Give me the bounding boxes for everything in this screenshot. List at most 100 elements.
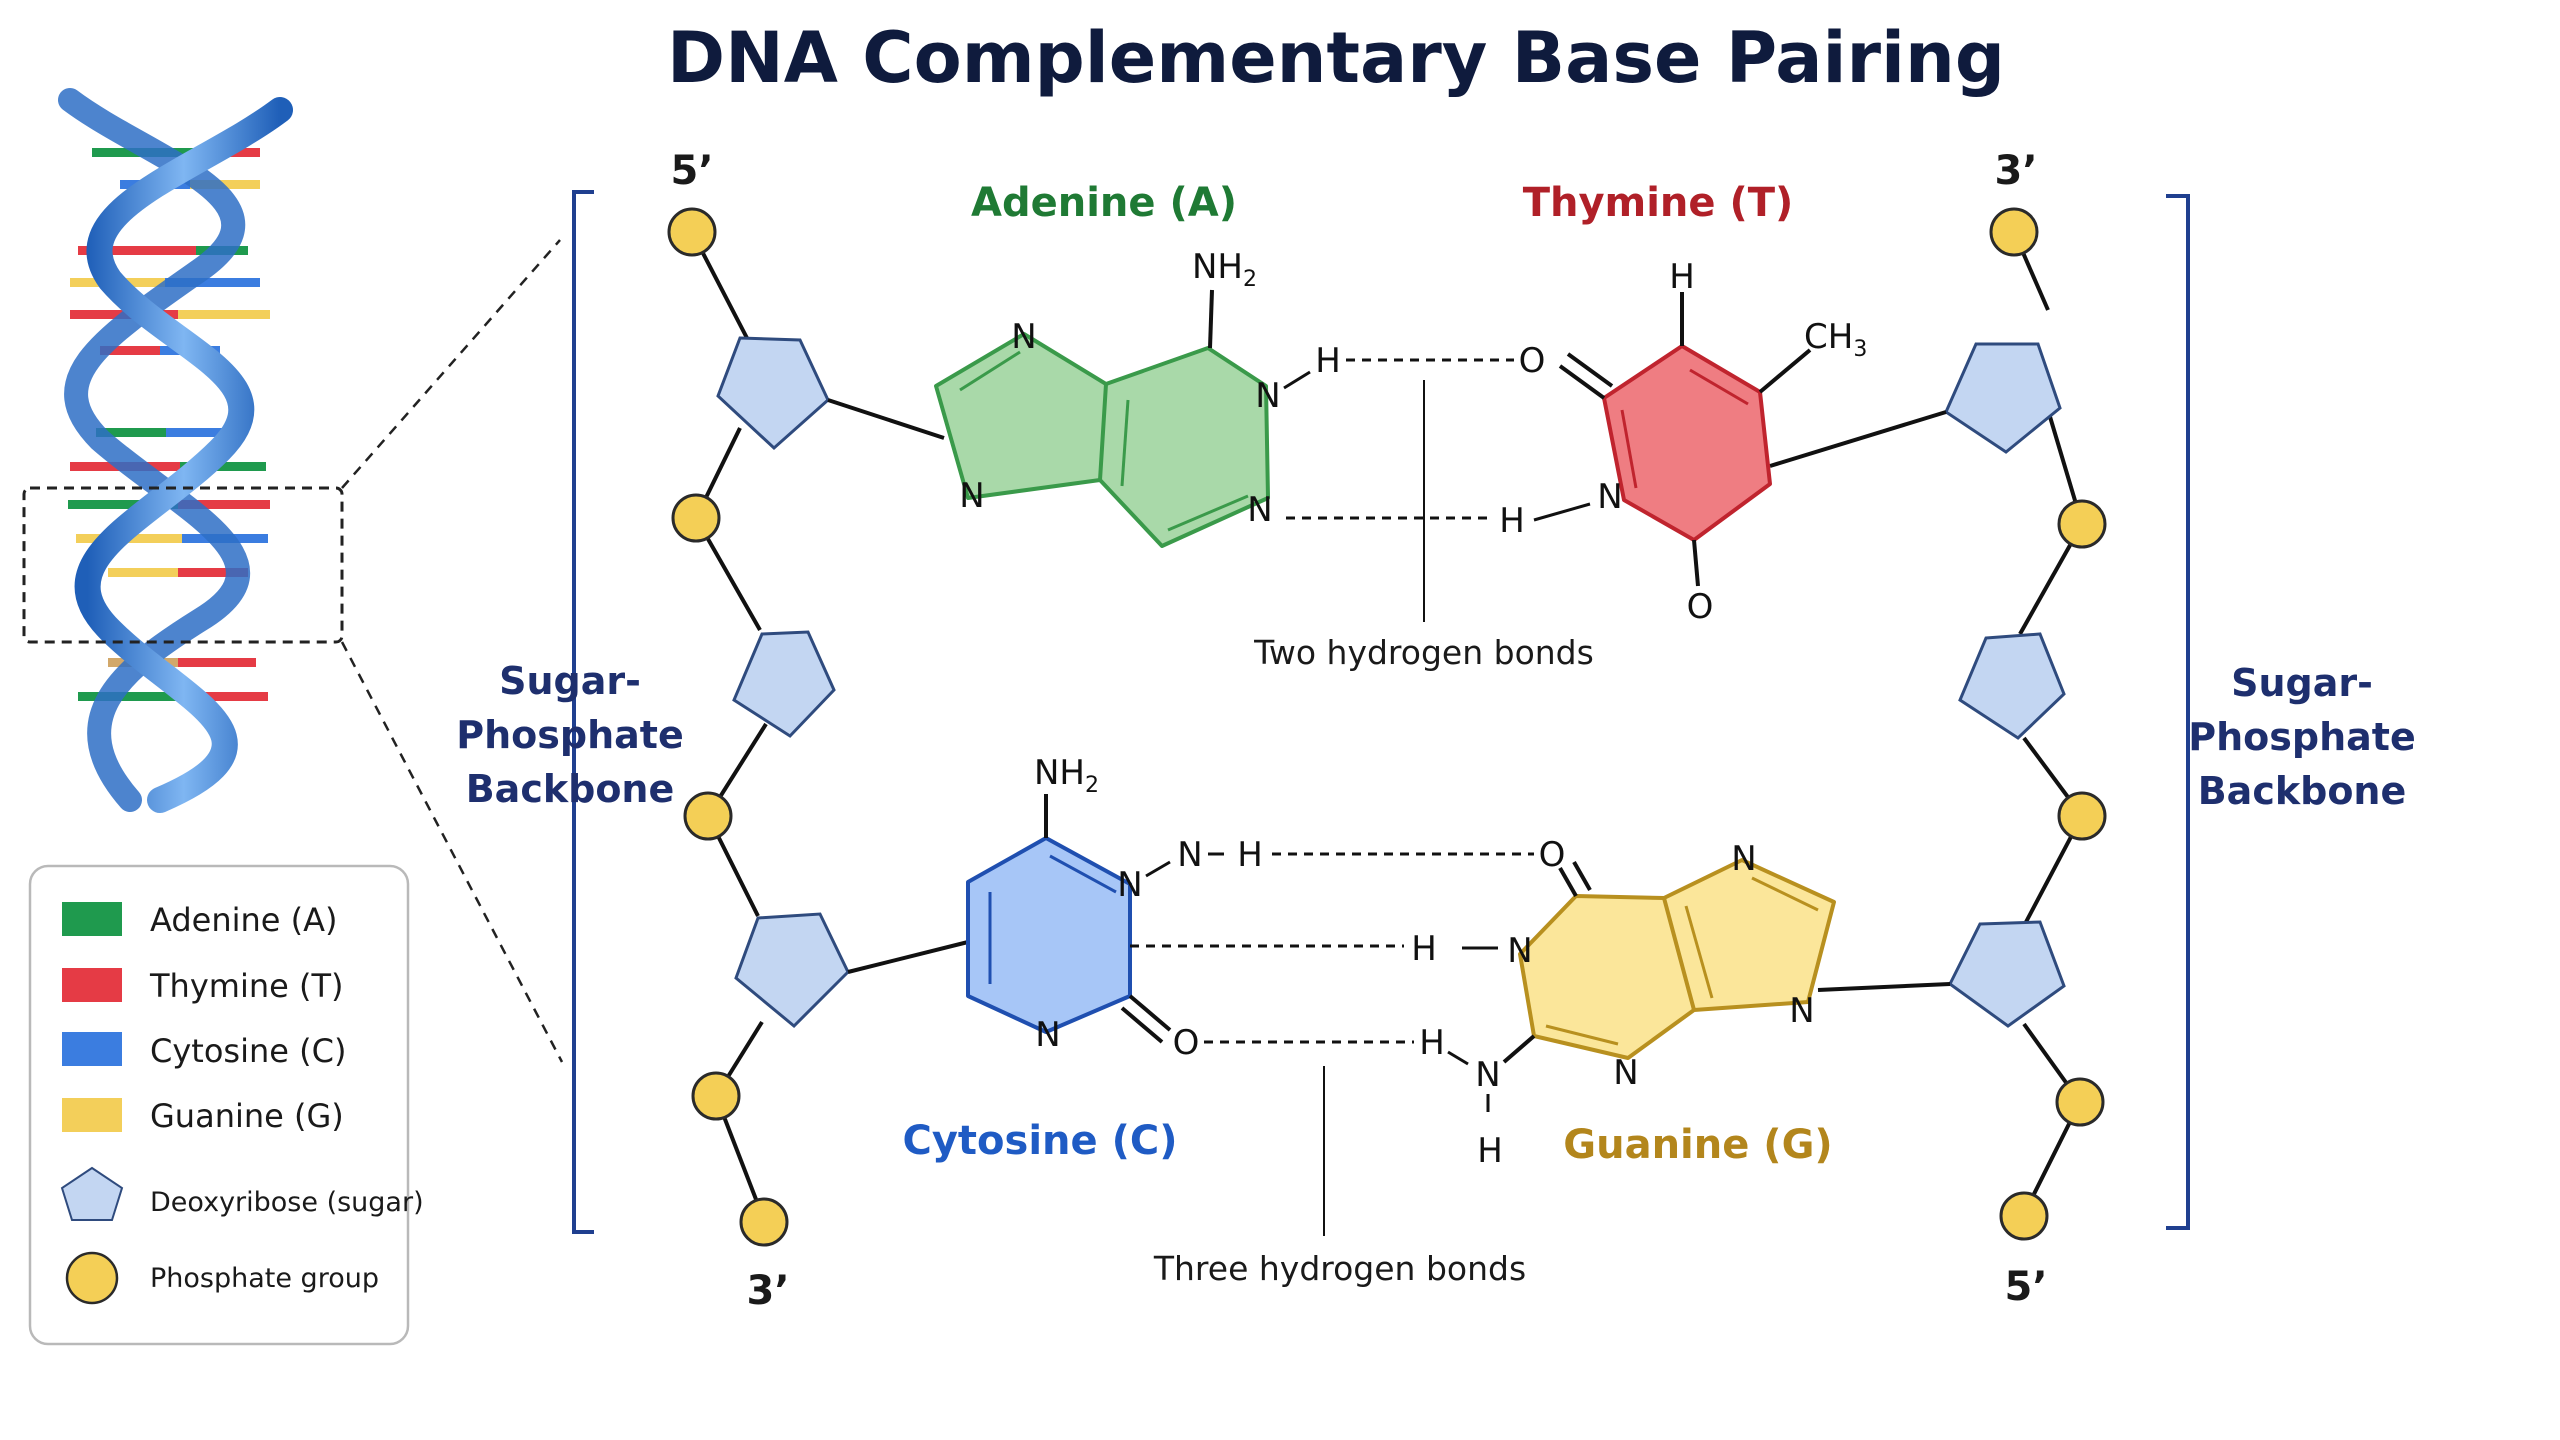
legend-item-cytosine: Cytosine (C)	[62, 1032, 346, 1070]
atom-n: N	[1255, 376, 1280, 416]
atom-o: O	[1519, 341, 1546, 381]
sugar-icon	[1948, 920, 2066, 1028]
left-strand-top-end: 5’	[670, 148, 713, 194]
right-strand-bottom-end: 5’	[2004, 1264, 2047, 1310]
thymine-label: Thymine (T)	[1523, 180, 1794, 226]
helix-strand-front	[74, 97, 293, 813]
legend-item-thymine: Thymine (T)	[62, 967, 343, 1005]
phosphate-icon	[691, 1071, 741, 1121]
legend-phosphate-icon	[65, 1251, 119, 1305]
atom-n: N	[1731, 839, 1756, 879]
legend-swatch-cytosine	[62, 1032, 122, 1066]
left-strand-bottom-end: 3’	[746, 1268, 789, 1314]
atom-ch3: CH3	[1804, 317, 1867, 362]
legend-swatch-thymine	[62, 968, 122, 1002]
atom-n: N	[1475, 1055, 1500, 1095]
left-phosphates	[667, 207, 789, 1247]
atom-n: N	[1507, 931, 1532, 971]
cytosine-molecule: NH2 N N O N H	[966, 753, 1263, 1063]
svg-text:Phosphate: Phosphate	[2188, 715, 2415, 759]
phosphate-icon	[2055, 1077, 2105, 1127]
two-hydrogen-bonds-note: Two hydrogen bonds	[1253, 633, 1594, 672]
cytosine-ring	[966, 836, 1132, 1034]
sugar-icon	[1958, 632, 2066, 740]
atom-n: N	[1597, 477, 1622, 517]
phosphate-icon	[2057, 499, 2107, 549]
atom-h: H	[1419, 1023, 1445, 1063]
legend-label-guanine: Guanine (G)	[150, 1097, 344, 1135]
adenine-molecule: N N N N NH2 H	[934, 247, 1341, 548]
legend-label-cytosine: Cytosine (C)	[150, 1032, 346, 1070]
left-sugars	[716, 336, 850, 1029]
left-backbone-bracket	[572, 190, 594, 1234]
phosphate-icon	[2057, 791, 2107, 841]
dna-helix-illustration	[22, 88, 564, 1063]
thymine-molecule: H CH3 O N O H	[1499, 257, 1867, 627]
guanine-molecule: O N N N N H N H H	[1411, 835, 1836, 1171]
right-sugars	[1944, 342, 2066, 1028]
atom-n: N	[1247, 490, 1272, 530]
atom-h: H	[1411, 929, 1437, 969]
right-backbone-label: Sugar- Phosphate Backbone	[2188, 661, 2415, 813]
hydrogen-bonds	[1130, 358, 1534, 1044]
atom-o: O	[1173, 1023, 1200, 1063]
guanine-label: Guanine (G)	[1563, 1122, 1832, 1168]
glycosidic-bonds	[827, 398, 1951, 992]
atom-h: H	[1315, 341, 1341, 381]
left-backbone-label: Sugar- Phosphate Backbone	[456, 659, 683, 811]
atom-o: O	[1687, 587, 1714, 627]
atom-o: O	[1539, 835, 1566, 875]
svg-text:Sugar-: Sugar-	[499, 659, 641, 703]
legend-label-adenine: Adenine (A)	[150, 901, 338, 939]
legend-sugar-icon	[60, 1166, 124, 1221]
svg-text:Backbone: Backbone	[2198, 769, 2407, 813]
atom-n: N	[1177, 835, 1202, 875]
atom-n: N	[1789, 991, 1814, 1031]
atom-n: N	[1011, 317, 1036, 357]
sugar-icon	[1944, 342, 2062, 454]
sugar-icon	[716, 336, 830, 451]
guanine-ring	[1518, 858, 1836, 1060]
svg-text:Sugar-: Sugar-	[2231, 661, 2373, 705]
sugar-icon	[734, 912, 850, 1029]
atom-nh2: NH2	[1034, 753, 1099, 798]
phosphate-icon	[671, 493, 721, 543]
cytosine-label: Cytosine (C)	[903, 1118, 1178, 1164]
phosphate-icon	[739, 1197, 789, 1247]
legend-item-sugar: Deoxyribose (sugar)	[60, 1166, 424, 1221]
atom-n: N	[1613, 1053, 1638, 1093]
atom-h: H	[1477, 1131, 1503, 1171]
atom-nh2: NH2	[1192, 247, 1257, 292]
right-backbone-bracket	[2166, 194, 2190, 1230]
legend-item-phosphate: Phosphate group	[65, 1251, 379, 1305]
sugar-icon	[732, 630, 836, 738]
legend-box	[28, 864, 410, 1346]
right-phosphates	[1989, 207, 2107, 1241]
phosphate-icon	[1989, 207, 2039, 257]
phosphate-icon	[683, 791, 733, 841]
atom-n: N	[1035, 1015, 1060, 1055]
adenine-label: Adenine (A)	[971, 180, 1237, 226]
page-title: DNA Complementary Base Pairing	[667, 17, 2005, 99]
legend-swatch-adenine	[62, 902, 122, 936]
phosphate-icon	[1999, 1191, 2049, 1241]
svg-text:Backbone: Backbone	[466, 767, 675, 811]
atom-h: H	[1237, 835, 1263, 875]
legend-item-guanine: Guanine (G)	[62, 1097, 344, 1135]
atom-h: H	[1499, 501, 1525, 541]
legend: Adenine (A) Thymine (T) Cytosine (C) Gua…	[28, 864, 424, 1346]
legend-item-adenine: Adenine (A)	[62, 901, 338, 939]
zoom-line-bottom	[340, 641, 564, 1063]
atom-n: N	[959, 476, 984, 516]
svg-text:Phosphate: Phosphate	[456, 713, 683, 757]
atom-h: H	[1669, 257, 1695, 297]
atom-n: N	[1117, 865, 1142, 905]
zoom-line-top	[341, 239, 561, 489]
legend-swatch-guanine	[62, 1098, 122, 1132]
phosphate-icon	[667, 207, 717, 257]
legend-label-sugar: Deoxyribose (sugar)	[150, 1187, 424, 1218]
zoom-selection-box	[22, 486, 344, 644]
three-hydrogen-bonds-note: Three hydrogen bonds	[1153, 1249, 1526, 1288]
legend-label-thymine: Thymine (T)	[149, 967, 343, 1005]
